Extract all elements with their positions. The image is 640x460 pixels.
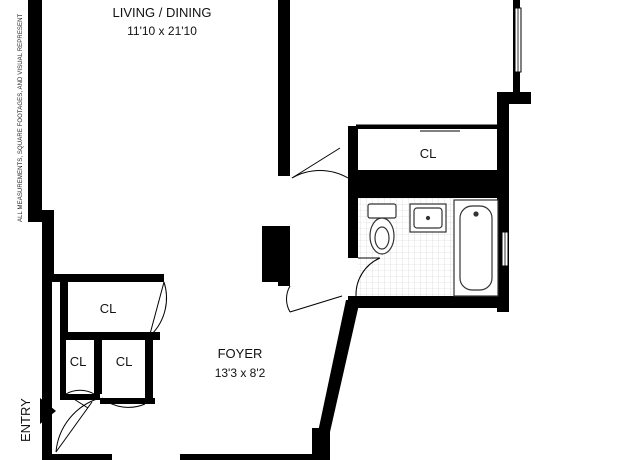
bath-bottom-wall [348, 296, 508, 308]
living-right-wall [278, 0, 290, 176]
closet-label-bath-top: CL [420, 146, 437, 161]
foyer-dimensions: 13'3 x 8'2 [215, 366, 266, 380]
entry-label: ENTRY [18, 398, 33, 442]
living-dining-dimensions: 11'10 x 21'10 [127, 24, 197, 38]
foyer-left-wall [42, 272, 52, 460]
closet-label-small-left: CL [70, 354, 87, 369]
foyer-name: FOYER [218, 346, 263, 361]
bathroom-fixtures [367, 199, 499, 297]
bath-top-wall [348, 170, 508, 198]
closet-label-small-right: CL [116, 354, 133, 369]
closet-label-foyer-large: CL [100, 301, 117, 316]
foyer-angled-wall [318, 300, 360, 432]
walls [28, 0, 531, 460]
door-living [291, 147, 341, 179]
toilet-tank [367, 203, 397, 219]
doors [55, 147, 381, 453]
windows [501, 7, 522, 267]
living-dining-name: LIVING / DINING [113, 5, 212, 20]
disclaimer-text: ALL MEASUREMENTS, SQUARE FOOTAGES, AND V… [18, 13, 24, 222]
top-closet [356, 124, 501, 172]
entry-arrow-icon [40, 398, 56, 424]
living-left-wall [28, 0, 42, 218]
